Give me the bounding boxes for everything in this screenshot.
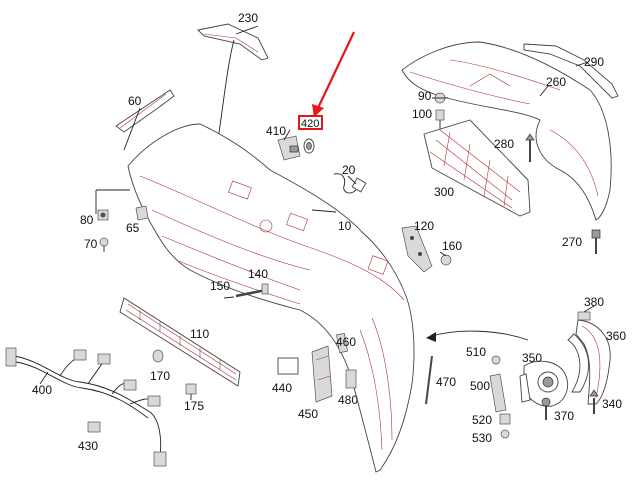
label-500: 500 [470, 379, 490, 393]
label-430: 430 [78, 439, 98, 453]
part-470-rod [425, 355, 433, 405]
highlight-box-420: 420 [298, 115, 323, 130]
label-70: 70 [84, 237, 98, 251]
parts-500-530-group [489, 355, 599, 439]
label-420: 420 [301, 118, 319, 130]
label-150: 150 [210, 279, 230, 293]
parts-120-160 [401, 225, 452, 273]
label-120: 120 [414, 219, 434, 233]
label-80: 80 [80, 213, 94, 227]
part-410-420 [277, 129, 315, 161]
label-360: 360 [606, 329, 626, 343]
label-110: 110 [190, 327, 209, 341]
label-400: 400 [32, 383, 52, 397]
parts-80-65-70 [95, 189, 149, 252]
label-530: 530 [472, 431, 492, 445]
label-350: 350 [522, 351, 542, 365]
label-300: 300 [434, 185, 454, 199]
label-270: 270 [562, 235, 582, 249]
label-520: 520 [472, 413, 492, 427]
label-160: 160 [442, 239, 462, 253]
label-340: 340 [602, 397, 622, 411]
label-460: 460 [336, 335, 356, 349]
label-280: 280 [494, 137, 514, 151]
parts-170-175 [152, 349, 197, 400]
label-370: 370 [554, 409, 574, 423]
label-510: 510 [466, 345, 486, 359]
label-170: 170 [150, 369, 170, 383]
label-470: 470 [436, 375, 456, 389]
part-400-harness [5, 347, 167, 467]
label-20: 20 [342, 163, 356, 177]
parts-290-260 [401, 41, 619, 221]
part-300-grille [423, 119, 531, 217]
parts-440-450-460-480 [277, 333, 357, 403]
label-100: 100 [412, 107, 432, 121]
parts-280-270 [525, 133, 601, 254]
label-450: 450 [298, 407, 318, 421]
label-10: 10 [338, 219, 352, 233]
labels: 230 60 410 420 20 10 80 65 70 150 140 11… [32, 11, 626, 453]
label-90: 90 [418, 89, 432, 103]
bracket-arrow [426, 330, 529, 342]
label-290: 290 [584, 55, 604, 69]
part-10-bumper [127, 123, 415, 473]
label-175: 175 [184, 399, 204, 413]
part-150-140 [223, 283, 269, 299]
part-20-cable [333, 173, 367, 194]
label-480: 480 [338, 393, 358, 407]
label-260: 260 [546, 75, 566, 89]
label-60: 60 [128, 94, 142, 108]
label-380: 380 [584, 295, 604, 309]
parts-380-360 [567, 305, 611, 405]
label-440: 440 [272, 381, 292, 395]
highlight-arrow [312, 31, 355, 117]
label-410: 410 [266, 124, 286, 138]
label-140: 140 [248, 267, 268, 281]
label-230: 230 [238, 11, 258, 25]
part-110-rail [119, 297, 241, 387]
label-65: 65 [126, 221, 140, 235]
part-60-strip [115, 89, 175, 151]
parts-90-100 [432, 92, 448, 130]
